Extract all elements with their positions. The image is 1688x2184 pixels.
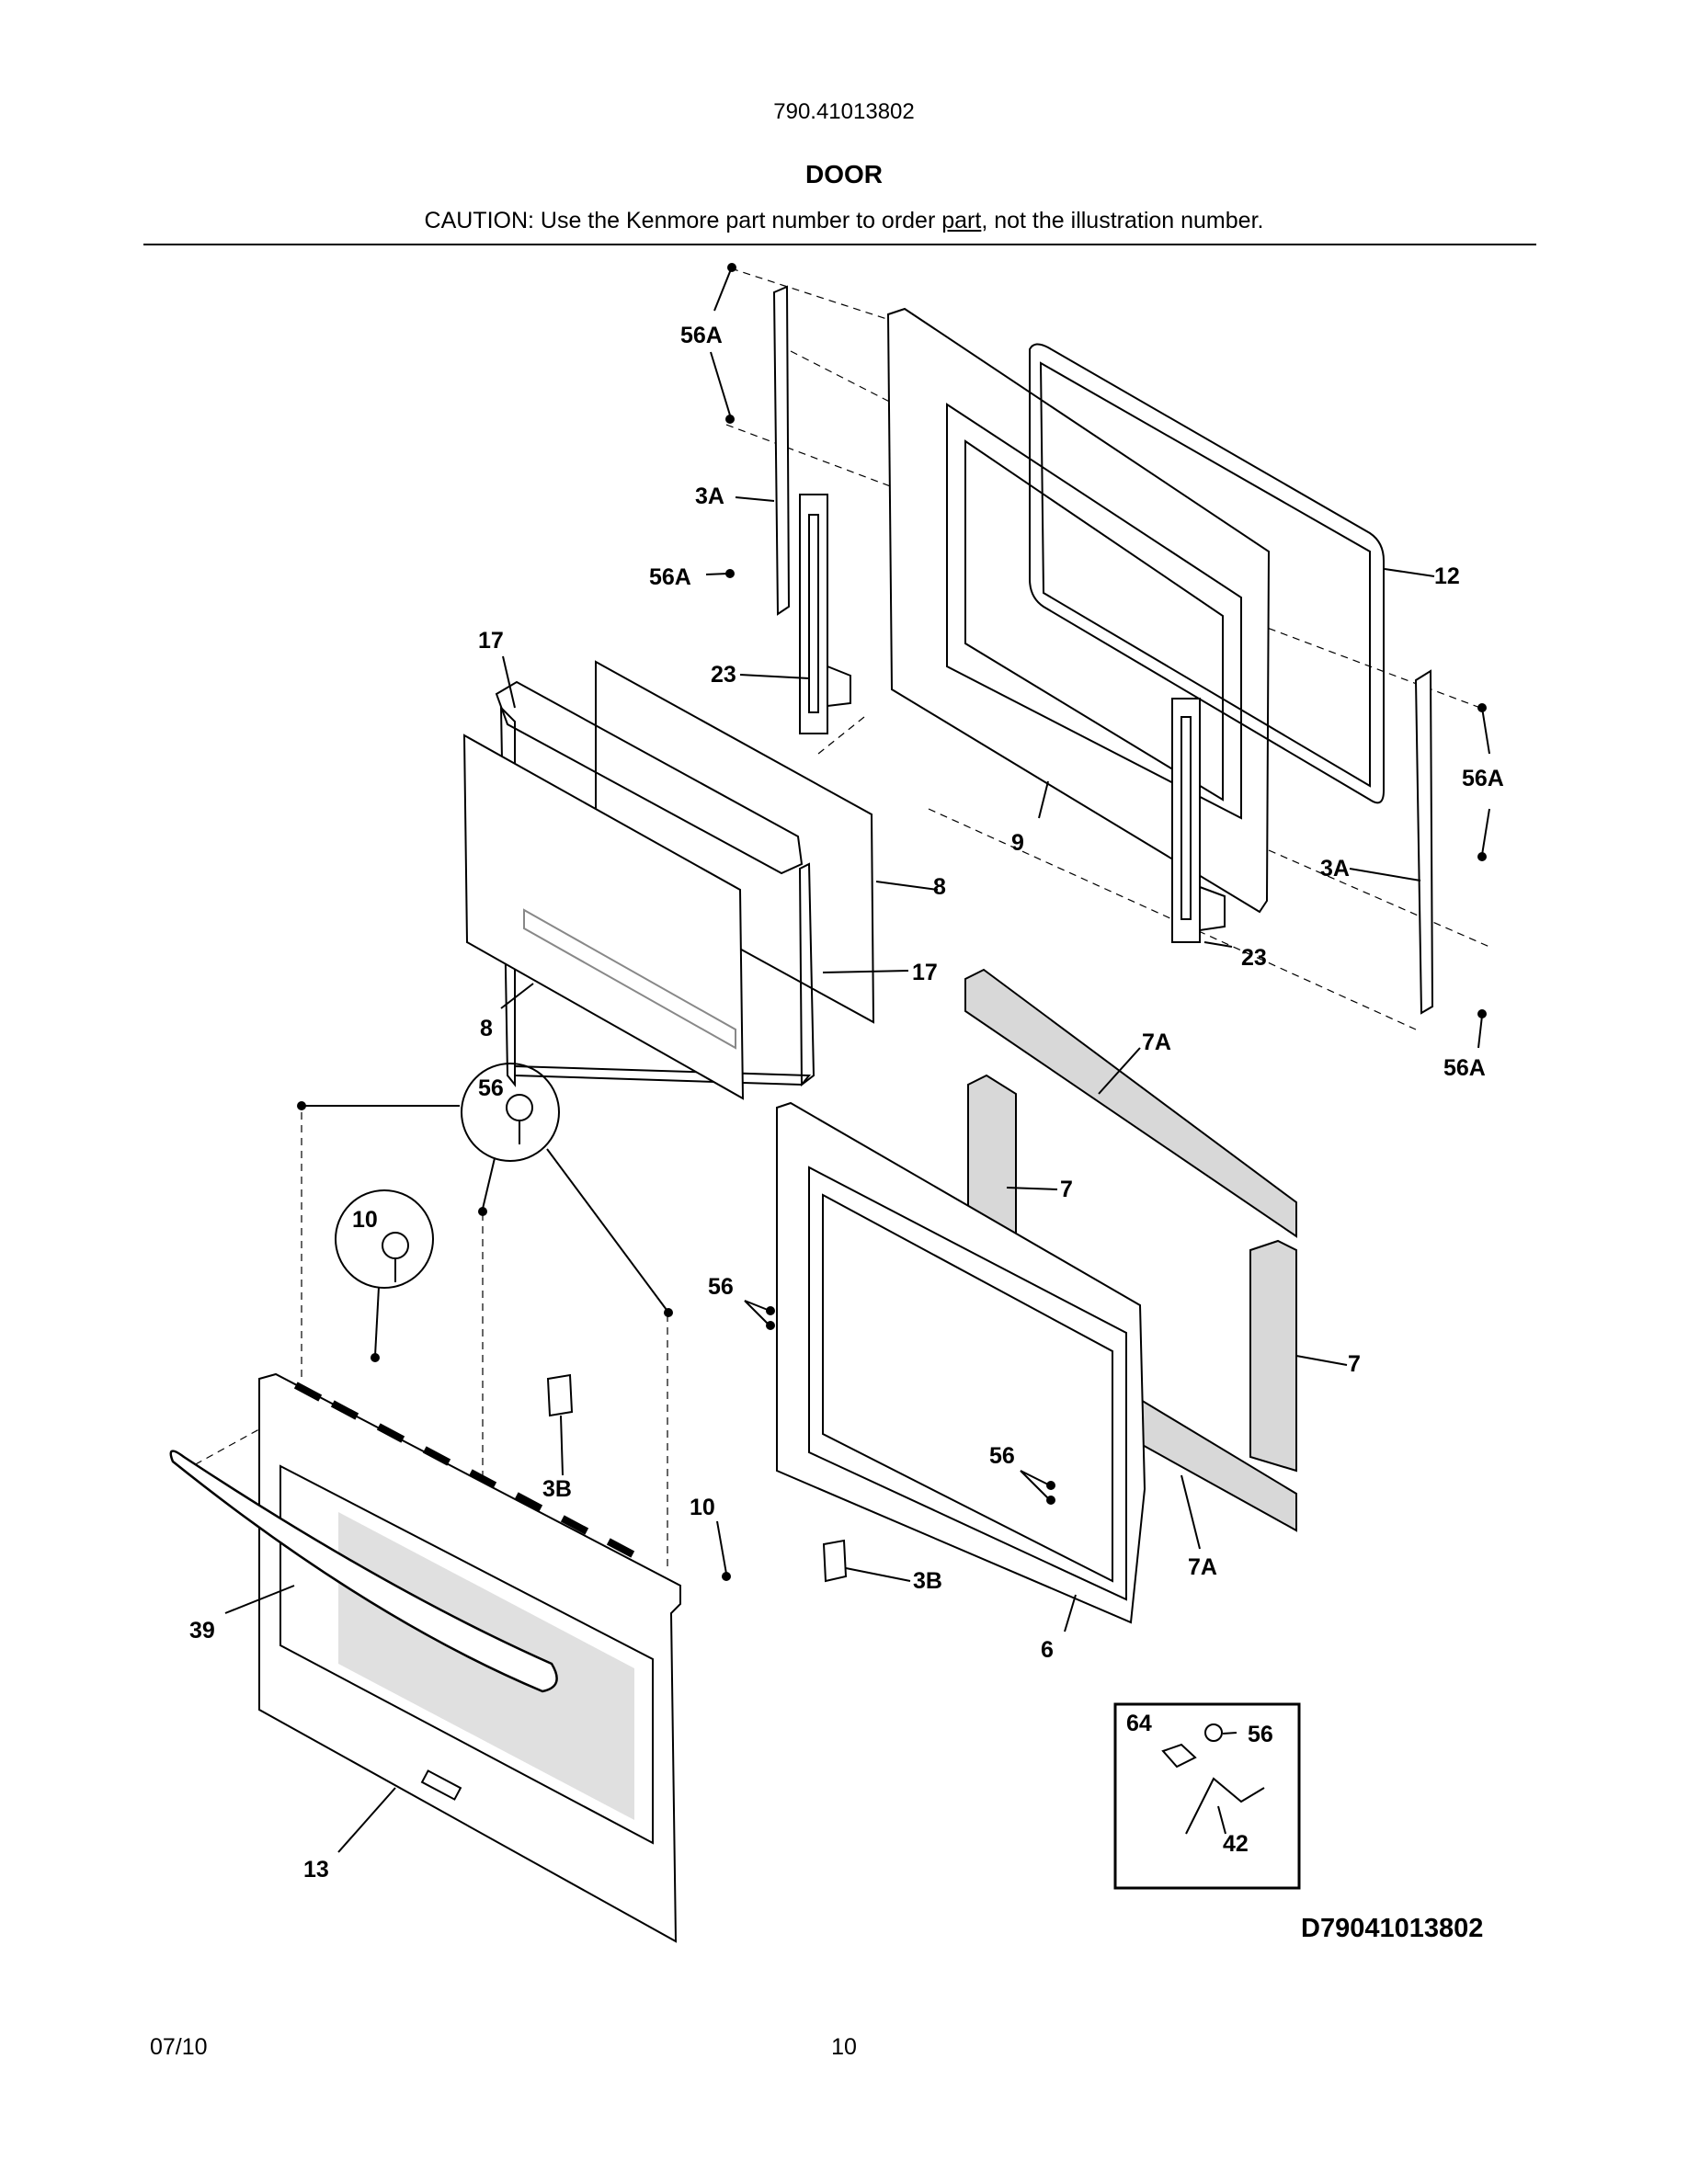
- callout-64: 64: [1126, 1711, 1152, 1736]
- hinge-23-left: [799, 494, 851, 734]
- diagram-id: D79041013802: [1301, 1914, 1484, 1943]
- caution-underlined-word: part: [941, 208, 982, 233]
- callout-56-lower: 56: [989, 1443, 1015, 1469]
- header-rule: [143, 244, 1536, 245]
- callout-7a-top: 7A: [1142, 1029, 1171, 1055]
- revision-date: 07/10: [150, 2034, 208, 2060]
- callout-3b-left: 3B: [542, 1476, 572, 1502]
- callout-8-right: 8: [933, 874, 946, 900]
- screw-points: [297, 263, 1487, 1581]
- callout-23-left: 23: [711, 662, 736, 688]
- leader-lines: [224, 268, 1490, 1853]
- callout-17-right: 17: [912, 960, 938, 985]
- bracket-3b-right: [822, 1539, 848, 1583]
- model-number: 790.41013802: [773, 99, 915, 124]
- callout-56a-top: 56A: [680, 323, 723, 348]
- callout-39: 39: [189, 1618, 215, 1644]
- callout-56a-bottom: 56A: [1443, 1055, 1486, 1081]
- callout-17-top: 17: [478, 628, 504, 654]
- callout-9: 9: [1011, 830, 1024, 856]
- door-handle-39: [169, 1450, 558, 1693]
- caution-text-end: , not the illustration number.: [981, 208, 1264, 233]
- door-gasket-12: [1029, 343, 1385, 804]
- door-glass-8-front: [462, 734, 745, 1100]
- door-frame-6: [776, 1101, 1146, 1624]
- insulation-7-right: [1249, 1239, 1297, 1473]
- door-strip-3a-left: [772, 285, 791, 616]
- callout-10-screw: 10: [690, 1495, 715, 1520]
- door-vents: [293, 1382, 635, 1558]
- callout-7a-bottom: 7A: [1188, 1554, 1217, 1580]
- section-title: DOOR: [805, 160, 883, 188]
- callout-7-top: 7: [1060, 1177, 1073, 1202]
- callout-10-circle: 10: [352, 1207, 378, 1233]
- callout-56-left: 56: [708, 1274, 734, 1300]
- bracket-3b-left: [546, 1373, 574, 1417]
- callout-6: 6: [1041, 1637, 1054, 1663]
- callout-56-inset: 56: [1248, 1722, 1273, 1747]
- callout-56-circle: 56: [478, 1075, 504, 1101]
- callout-42: 42: [1223, 1831, 1249, 1857]
- glass-edge-strip: [523, 908, 736, 1050]
- inner-door-liner-9: [886, 307, 1271, 914]
- callout-8-left: 8: [480, 1016, 493, 1041]
- callout-13: 13: [303, 1857, 329, 1883]
- callout-3a-right: 3A: [1320, 856, 1350, 882]
- door-glass-8-back: [595, 660, 875, 1024]
- callout-56a-right: 56A: [1462, 766, 1504, 791]
- screw-magnifier-56: [461, 1063, 560, 1162]
- screw-magnifier-10: [335, 1189, 434, 1289]
- caution-text-start: CAUTION: Use the Kenmore part number to …: [424, 208, 942, 233]
- inset-detail-box: [1113, 1702, 1301, 1890]
- callout-12: 12: [1434, 563, 1460, 589]
- page-number: 10: [831, 2034, 857, 2060]
- caution-note: CAUTION: Use the Kenmore part number to …: [0, 208, 1688, 234]
- door-strip-3a-right: [1414, 669, 1434, 1015]
- callout-23-right: 23: [1241, 945, 1267, 971]
- callout-labels: 56A 3A 56A 17 23 12 56A 9 3A 8 17 23 8 7…: [189, 323, 1504, 1883]
- insulation-7a-top: [964, 968, 1297, 1238]
- callout-3a-left: 3A: [695, 483, 724, 509]
- insulation-7-top: [967, 1074, 1017, 1243]
- callout-3b-right: 3B: [913, 1568, 942, 1594]
- callout-7-right: 7: [1348, 1351, 1361, 1377]
- callout-56a-mid: 56A: [649, 564, 691, 590]
- hinge-23-right: [1171, 698, 1226, 943]
